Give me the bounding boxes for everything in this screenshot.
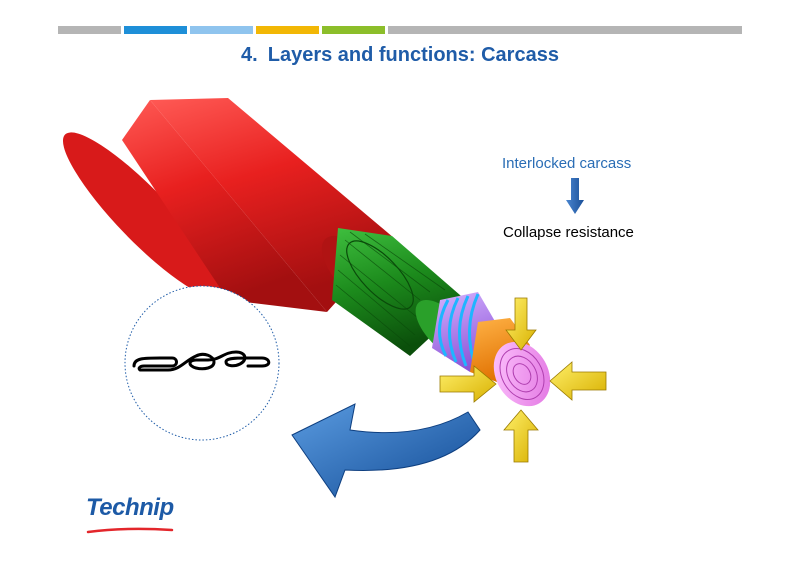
slide-title: 4. Layers and functions: Carcass: [0, 44, 800, 67]
force-arrow-right: [549, 361, 607, 401]
force-arrow-top: [505, 297, 537, 351]
force-arrow-bottom: [503, 409, 539, 463]
technip-logo: Technip: [86, 494, 176, 540]
bar-segment: [58, 26, 121, 34]
force-arrow-left: [439, 365, 497, 403]
bar-segment: [124, 26, 187, 34]
bar-segment: [256, 26, 319, 34]
bar-segment: [322, 26, 385, 34]
slide-number: 4.: [241, 44, 258, 66]
bar-segment: [388, 26, 742, 34]
carcass-layer: [493, 341, 551, 407]
interlocked-carcass-label: Interlocked carcass: [502, 155, 632, 172]
logo-text: Technip: [86, 494, 174, 521]
slide-title-text: Layers and functions: Carcass: [267, 44, 559, 66]
carcass-profile-detail: [124, 285, 280, 441]
collapse-resistance-label: Collapse resistance: [503, 224, 634, 241]
force-arrows: [439, 297, 607, 463]
down-arrow-icon: [566, 178, 584, 214]
logo-underline: [86, 527, 174, 534]
bar-segment: [190, 26, 253, 34]
top-color-bar: [58, 26, 742, 34]
rotation-arrow: [291, 403, 481, 499]
